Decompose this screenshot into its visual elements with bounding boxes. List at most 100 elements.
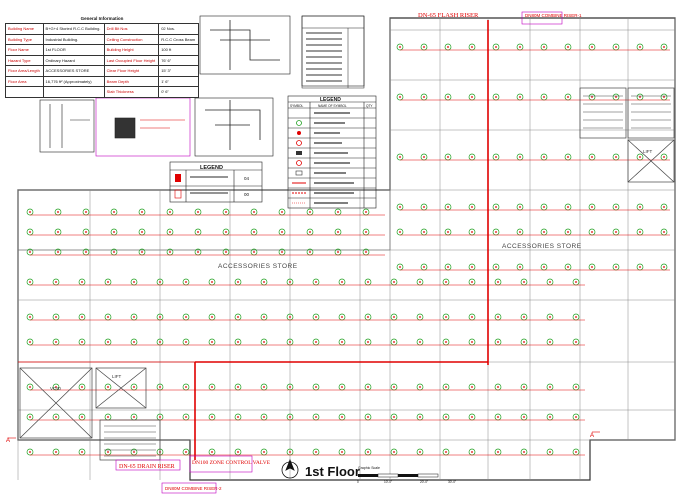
sprinkler-center <box>185 316 187 318</box>
sprinkler-center <box>337 231 339 233</box>
sprinkler-center <box>399 231 401 233</box>
sprinkler-center <box>185 386 187 388</box>
sprinkler-center <box>237 281 239 283</box>
sprinkler-center <box>575 386 577 388</box>
sprinkler-center <box>615 266 617 268</box>
sprinkler-center <box>495 156 497 158</box>
combine-riser-1-label: DN80M COMBINE RISER-1 <box>525 13 582 18</box>
lift-right-label: LIFT <box>643 149 653 154</box>
sprinkler-center <box>497 451 499 453</box>
sprinkler-center <box>471 341 473 343</box>
sprinkler-center <box>399 266 401 268</box>
sprinkler-center <box>341 281 343 283</box>
sprinkler-center <box>445 341 447 343</box>
sprinkler-center <box>315 451 317 453</box>
legend-small-title: LEGEND <box>200 165 223 171</box>
sprinkler-center <box>639 156 641 158</box>
sprinkler-center <box>549 386 551 388</box>
sprinkler-center <box>497 281 499 283</box>
sprinkler-center <box>367 416 369 418</box>
sprinkler-center <box>141 211 143 213</box>
sprinkler-center <box>225 231 227 233</box>
sprinkler-center <box>211 451 213 453</box>
sprinkler-center <box>57 251 59 253</box>
sprinkler-center <box>523 416 525 418</box>
info-cell: Industrial Building. <box>42 33 105 45</box>
sprinkler-center <box>549 281 551 283</box>
sprinkler-center <box>663 46 665 48</box>
sprinkler-center <box>567 96 569 98</box>
sprinkler-center <box>169 251 171 253</box>
legend-small-value-2: 00 <box>244 192 250 197</box>
sprinkler-center <box>423 206 425 208</box>
zone-control-valve-label: DN100 ZONE CONTROL VALVE <box>192 460 271 466</box>
sprinkler-center <box>341 416 343 418</box>
sprinkler-center <box>471 96 473 98</box>
sprinkler-center <box>523 451 525 453</box>
sprinkler-center <box>367 386 369 388</box>
sprinkler-center <box>523 341 525 343</box>
sprinkler-center <box>639 96 641 98</box>
sprinkler-center <box>367 341 369 343</box>
sprinkler-center <box>107 416 109 418</box>
sprinkler-center <box>567 46 569 48</box>
sprinkler-center <box>447 231 449 233</box>
sprinkler-center <box>399 96 401 98</box>
sprinkler-center <box>185 341 187 343</box>
sprinkler-center <box>419 386 421 388</box>
sprinkler-center <box>367 451 369 453</box>
sprinkler-center <box>237 341 239 343</box>
sprinkler-center <box>263 341 265 343</box>
info-cell: Last Occupied Floor Height <box>103 54 160 66</box>
sprinkler-center <box>495 266 497 268</box>
store-left-label: ACCESSORIES STORE <box>218 263 298 270</box>
sprinkler-center <box>341 341 343 343</box>
info-cell: Floor Area/Length <box>5 65 44 77</box>
sprinkler-center <box>471 451 473 453</box>
sprinkler-center <box>447 266 449 268</box>
floor-title: 1st Floor <box>305 464 360 479</box>
section-marker-lines <box>8 431 600 439</box>
sprinkler-center <box>29 211 31 213</box>
sprinkler-center <box>591 206 593 208</box>
graphic-scale <box>358 473 439 478</box>
sprinkler-center <box>423 96 425 98</box>
sprinkler-center <box>471 316 473 318</box>
sprinkler-center <box>341 386 343 388</box>
sprinkler-center <box>519 206 521 208</box>
sprinkler-center <box>591 266 593 268</box>
sprinkler-center <box>393 316 395 318</box>
scale-tick-3: 30'-0" <box>448 480 456 484</box>
main-pipes <box>18 20 489 460</box>
detail-sketches <box>39 15 365 157</box>
sprinkler-center <box>615 156 617 158</box>
info-cell <box>42 86 105 98</box>
sprinkler-center <box>567 206 569 208</box>
sprinkler-center <box>393 451 395 453</box>
sprinkler-center <box>57 231 59 233</box>
section-marker-right: A <box>590 433 594 439</box>
sprinkler-center <box>471 231 473 233</box>
sprinkler-center <box>495 96 497 98</box>
sprinkler-center <box>107 316 109 318</box>
sprinkler-center <box>263 316 265 318</box>
sprinkler-center <box>663 206 665 208</box>
sprinkler-center <box>497 386 499 388</box>
sprinkler-center <box>185 281 187 283</box>
sprinkler-center <box>113 231 115 233</box>
sprinkler-center <box>497 341 499 343</box>
sprinkler-center <box>615 96 617 98</box>
drain-riser-label: DN-65 DRAIN RISER <box>119 464 175 470</box>
sprinkler-center <box>337 251 339 253</box>
info-cell: Ceiling Construction <box>103 33 160 45</box>
sprinkler-center <box>495 231 497 233</box>
sprinkler-center <box>519 96 521 98</box>
info-cell: 100 ft <box>158 44 199 56</box>
sprinkler-center <box>81 316 83 318</box>
sprinkler-center <box>445 386 447 388</box>
sprinkler-center <box>615 46 617 48</box>
sprinkler-center <box>471 206 473 208</box>
sprinkler-center <box>495 206 497 208</box>
